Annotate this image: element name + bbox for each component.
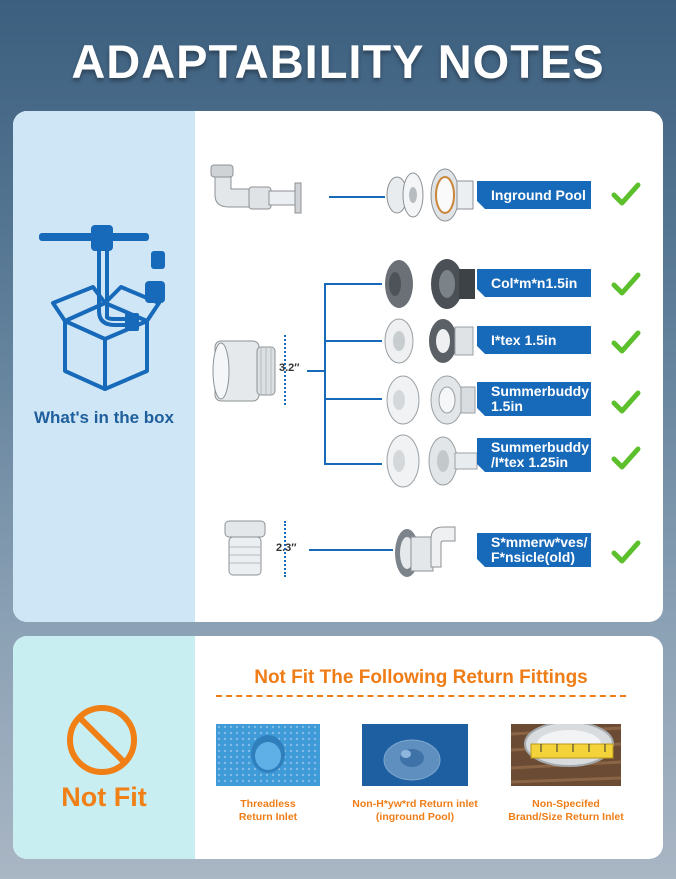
not-fit-panel: Not Fit Not Fit The Following Return Fit… [13, 636, 663, 859]
threadless-inlet-image [216, 724, 320, 786]
check-icon [611, 540, 641, 564]
check-icon [611, 446, 641, 470]
intex-fitting-image [384, 318, 474, 364]
dimension-large: 3.2″ [279, 362, 300, 374]
in-box-label: What's in the box [33, 408, 175, 427]
compatible-tag-1: Inground Pool [477, 181, 591, 209]
open-box-icon [39, 225, 165, 391]
compatible-tag-3: I*tex 1.5in [477, 326, 591, 354]
bracket-4 [324, 463, 382, 465]
dimension-small: 2.3″ [276, 542, 297, 554]
prohibited-icon [67, 705, 137, 775]
page-title: ADAPTABILITY NOTES [71, 35, 605, 88]
not-fit-heading: Not Fit The Following Return Fittings [254, 667, 588, 688]
check-icon [611, 272, 641, 296]
dimension-line-small [284, 521, 286, 577]
non-hayward-inlet-image [362, 724, 468, 786]
heading-divider [216, 695, 626, 697]
not-fit-caption-2: Non-H*yw*rd Return inlet(inground Pool) [352, 798, 478, 824]
bracket-feed [307, 370, 325, 372]
compatible-tag-6: S*mmerw*ves/F*nsicle(old) [477, 533, 591, 567]
eyeball-fitting-image [386, 168, 474, 222]
large-adapter-image [212, 340, 276, 402]
bracket-3 [324, 398, 382, 400]
summerbuddy-fitting-image [386, 375, 476, 425]
bracket-top [324, 283, 382, 285]
compatible-tag-5: Summerbuddy/I*tex 1.25in [477, 438, 591, 472]
bracket-2 [324, 340, 382, 342]
check-icon [611, 390, 641, 414]
compatibility-panel: What's in the box 3.2″ [13, 111, 663, 622]
check-icon [611, 182, 641, 206]
in-box-column: What's in the box [13, 111, 195, 622]
colman-fitting-image [385, 259, 475, 309]
compatible-tag-2: Col*m*n1.5in [477, 269, 591, 297]
dimension-line-large [284, 335, 286, 405]
non-specified-inlet-image [511, 724, 621, 786]
summerwaves-fitting-image [395, 526, 456, 577]
bracket-spine [324, 283, 326, 463]
elbow-fitting-image [210, 164, 302, 214]
row-1-connector [329, 196, 385, 198]
row-6-connector [309, 549, 393, 551]
summerbuddy-intex-fitting-image [386, 434, 478, 488]
not-fit-column: Not Fit [13, 636, 195, 859]
not-fit-label: Not Fit [61, 782, 147, 812]
check-icon [611, 330, 641, 354]
small-adapter-image [224, 520, 266, 576]
